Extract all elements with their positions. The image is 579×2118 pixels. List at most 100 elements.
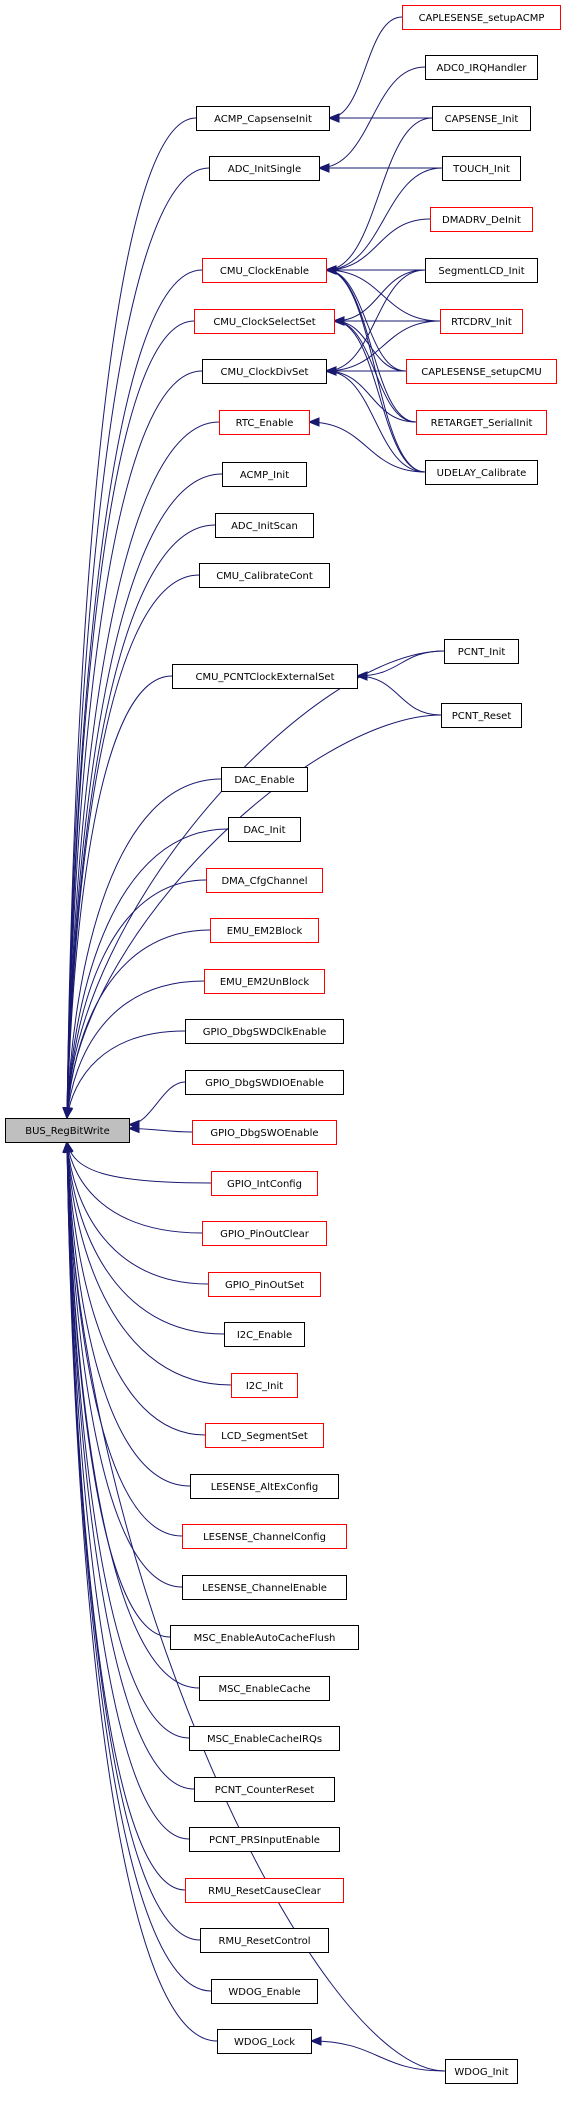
node-pcnt-init[interactable]: PCNT_Init — [444, 639, 519, 664]
node-label: WDOG_Enable — [228, 1987, 300, 1998]
node-label: UDELAY_Calibrate — [437, 468, 527, 479]
node-box — [202, 359, 327, 384]
node-cmu-clockselectset[interactable]: CMU_ClockSelectSet — [194, 309, 335, 334]
call-edge — [309, 2036, 446, 2072]
node-label: LESENSE_ChannelConfig — [203, 1532, 326, 1543]
node-retarget-serialinit[interactable]: RETARGET_SerialInit — [416, 410, 547, 435]
node-gpio-intconfig[interactable]: GPIO_IntConfig — [211, 1171, 318, 1196]
node-emu-em2block[interactable]: EMU_EM2Block — [210, 918, 319, 943]
node-box — [204, 969, 325, 994]
node-label: ADC_InitScan — [231, 521, 298, 532]
call-edge — [63, 1140, 203, 1234]
node-cmu-calibratecont[interactable]: CMU_CalibrateCont — [199, 563, 330, 588]
node-bus[interactable]: BUS_RegBitWrite — [5, 1118, 130, 1143]
node-lesense-chcfg[interactable]: LESENSE_ChannelConfig — [182, 1524, 347, 1549]
node-box — [221, 767, 308, 792]
node-label: CMU_ClockSelectSet — [213, 317, 315, 328]
node-pcnt-prs[interactable]: PCNT_PRSInputEnable — [189, 1827, 340, 1852]
call-edge — [63, 1030, 186, 1120]
node-dmadrv-deinit[interactable]: DMADRV_DeInit — [430, 207, 533, 232]
call-edge — [317, 163, 442, 173]
node-gpio-swdclk[interactable]: GPIO_DbgSWDClkEnable — [185, 1019, 344, 1044]
node-adc-initscan[interactable]: ADC_InitScan — [215, 513, 314, 538]
node-pcnt-counterreset[interactable]: PCNT_CounterReset — [194, 1777, 335, 1802]
node-label: CAPSENSE_Init — [445, 114, 519, 125]
node-segmentlcd-init[interactable]: SegmentLCD_Init — [425, 258, 538, 283]
node-dac-enable[interactable]: DAC_Enable — [221, 767, 308, 792]
node-lesense-altex[interactable]: LESENSE_AltExConfig — [190, 1474, 339, 1499]
node-label: SegmentLCD_Init — [438, 266, 524, 277]
node-dac-init[interactable]: DAC_Init — [228, 817, 301, 842]
node-emu-em2unblock[interactable]: EMU_EM2UnBlock — [204, 969, 325, 994]
node-msc-cacheirq[interactable]: MSC_EnableCacheIRQs — [189, 1726, 340, 1751]
node-wdog-lock[interactable]: WDOG_Lock — [217, 2029, 312, 2054]
node-box — [416, 410, 547, 435]
node-label: GPIO_DbgSWOEnable — [210, 1128, 318, 1139]
call-edge — [324, 218, 431, 275]
node-capsense-init[interactable]: CAPSENSE_Init — [432, 106, 531, 131]
node-cmu-clockenable[interactable]: CMU_ClockEnable — [202, 258, 327, 283]
node-box — [228, 817, 301, 842]
node-touch-init[interactable]: TOUCH_Init — [442, 156, 521, 181]
node-cmu-pcntclk[interactable]: CMU_PCNTClockExternalSet — [172, 664, 358, 689]
node-gpio-pinoutset[interactable]: GPIO_PinOutSet — [208, 1272, 321, 1297]
node-dma-cfgchannel[interactable]: DMA_CfgChannel — [206, 868, 323, 893]
node-wdog-init[interactable]: WDOG_Init — [445, 2059, 518, 2084]
node-label: I2C_Init — [246, 1381, 283, 1392]
node-label: PCNT_PRSInputEnable — [209, 1835, 320, 1846]
call-edge — [327, 113, 432, 123]
node-label: LESENSE_ChannelEnable — [202, 1583, 327, 1594]
call-edge — [332, 269, 426, 326]
node-msc-autoflush[interactable]: MSC_EnableAutoCacheFlush — [170, 1625, 359, 1650]
node-adc0-irq[interactable]: ADC0_IRQHandler — [425, 55, 538, 80]
node-label: RMU_ResetControl — [219, 1936, 311, 1947]
node-box — [217, 2029, 312, 2054]
call-edge — [62, 1140, 212, 1992]
call-edge — [324, 265, 441, 322]
node-box — [185, 1878, 344, 1903]
node-pcnt-reset[interactable]: PCNT_Reset — [441, 703, 522, 728]
node-box — [5, 1118, 130, 1143]
node-wdog-enable[interactable]: WDOG_Enable — [211, 1979, 318, 2004]
node-i2c-init[interactable]: I2C_Init — [231, 1373, 298, 1398]
node-label: MSC_EnableCacheIRQs — [207, 1734, 322, 1745]
node-msc-cache[interactable]: MSC_EnableCache — [199, 1676, 330, 1701]
node-udelay-calibrate[interactable]: UDELAY_Calibrate — [425, 460, 538, 485]
node-box — [200, 1928, 329, 1953]
node-acmp-capsense[interactable]: ACMP_CapsenseInit — [196, 106, 330, 131]
node-rmu-resetcontrol[interactable]: RMU_ResetControl — [200, 1928, 329, 1953]
node-box — [194, 309, 335, 334]
node-gpio-pinoutclear[interactable]: GPIO_PinOutClear — [202, 1221, 327, 1246]
node-label: CMU_ClockDivSet — [221, 367, 309, 378]
node-label: CAPLESENSE_setupACMP — [419, 13, 545, 24]
call-edge — [307, 417, 426, 473]
node-caplesense-setupcmu[interactable]: CAPLESENSE_setupCMU — [406, 359, 557, 384]
node-gpio-swo[interactable]: GPIO_DbgSWOEnable — [192, 1120, 337, 1145]
call-edge — [62, 117, 197, 1120]
node-box — [190, 1474, 339, 1499]
node-label: BUS_RegBitWrite — [25, 1126, 110, 1137]
node-label: MSC_EnableCache — [218, 1684, 310, 1695]
node-rtcdrv-init[interactable]: RTCDRV_Init — [440, 309, 523, 334]
node-label: DAC_Enable — [234, 775, 294, 786]
node-adc-initsingle[interactable]: ADC_InitSingle — [209, 156, 320, 181]
call-graph-nodes: BUS_RegBitWrite ACMP_CapsenseInitADC_Init… — [5, 5, 561, 2084]
node-box — [189, 1827, 340, 1852]
call-edge — [63, 1140, 225, 1335]
node-lesense-chen[interactable]: LESENSE_ChannelEnable — [182, 1575, 347, 1600]
node-rtc-enable[interactable]: RTC_Enable — [219, 410, 310, 435]
node-cmu-clockdivset[interactable]: CMU_ClockDivSet — [202, 359, 327, 384]
node-box — [211, 1979, 318, 2004]
call-edge — [62, 1140, 183, 1588]
node-box — [210, 918, 319, 943]
node-label: CAPLESENSE_setupCMU — [421, 367, 541, 378]
node-caplesense-setupacmp[interactable]: CAPLESENSE_setupACMP — [402, 5, 561, 30]
call-edge — [63, 980, 205, 1120]
node-box — [222, 462, 307, 487]
node-acmp-init[interactable]: ACMP_Init — [222, 462, 307, 487]
node-lcd-segmentset[interactable]: LCD_SegmentSet — [205, 1423, 324, 1448]
node-rmu-resetcauseclear[interactable]: RMU_ResetCauseClear — [185, 1878, 344, 1903]
node-i2c-enable[interactable]: I2C_Enable — [224, 1322, 305, 1347]
call-edge — [63, 1140, 209, 1285]
node-gpio-swdio[interactable]: GPIO_DbgSWDIOEnable — [185, 1070, 344, 1095]
